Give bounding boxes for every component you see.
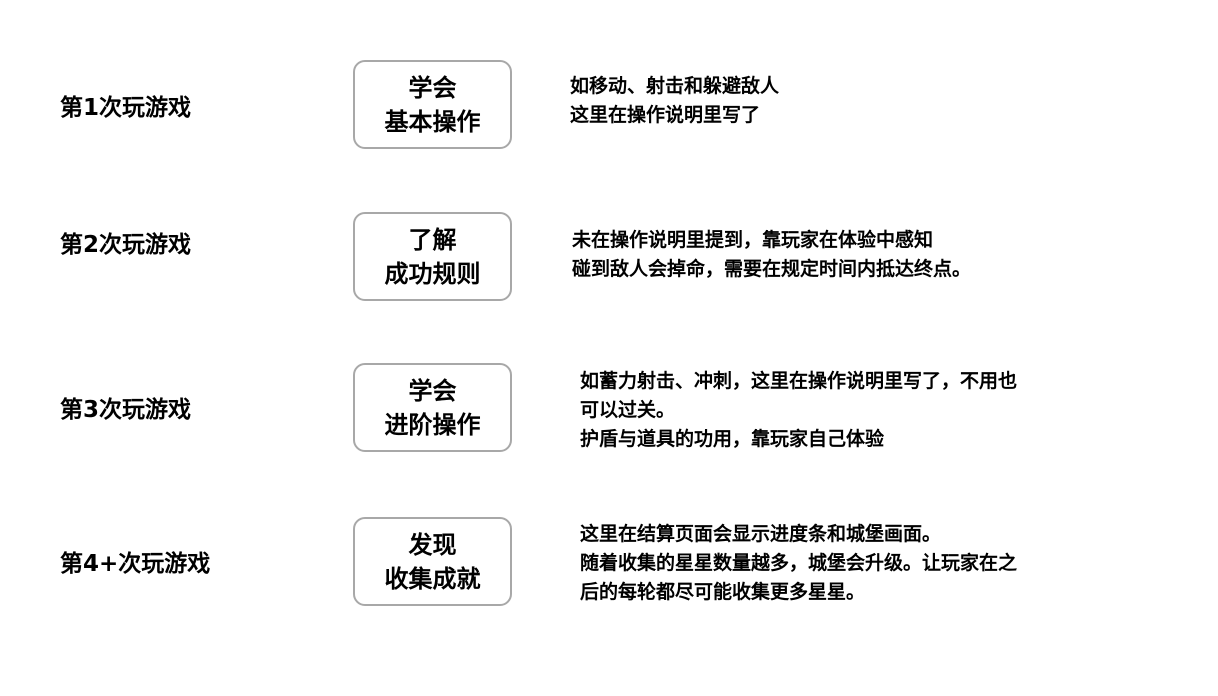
stage-description: 这里在结算页面会显示进度条和城堡画面。 随着收集的星星数量越多，城堡会升级。让玩… bbox=[580, 520, 1017, 607]
stage-box: 发现 收集成就 bbox=[353, 517, 512, 606]
stage-description: 未在操作说明里提到，靠玩家在体验中感知 碰到敌人会掉命，需要在规定时间内抵达终点… bbox=[572, 226, 971, 284]
description-line: 随着收集的星星数量越多，城堡会升级。让玩家在之 bbox=[580, 552, 1018, 574]
stage-title-line: 学会 bbox=[408, 376, 457, 405]
stage-box: 学会 进阶操作 bbox=[353, 363, 512, 452]
stage-title-line: 进阶操作 bbox=[384, 410, 481, 439]
stage-description: 如移动、射击和躲避敌人 这里在操作说明里写了 bbox=[570, 72, 779, 130]
description-line: 可以过关。 bbox=[580, 399, 676, 421]
description-line: 碰到敌人会掉命，需要在规定时间内抵达终点。 bbox=[572, 258, 972, 280]
stage-box: 学会 基本操作 bbox=[353, 60, 512, 149]
stage-box: 了解 成功规则 bbox=[353, 212, 512, 301]
stage-description: 如蓄力射击、冲刺，这里在操作说明里写了，不用也 可以过关。 护盾与道具的功用，靠… bbox=[580, 367, 1017, 454]
play-count-label: 第4+次玩游戏 bbox=[60, 551, 211, 577]
description-line: 这里在结算页面会显示进度条和城堡画面。 bbox=[580, 523, 942, 545]
description-line: 护盾与道具的功用，靠玩家自己体验 bbox=[580, 428, 885, 450]
stage-title-line: 了解 bbox=[408, 225, 457, 254]
description-line: 如移动、射击和躲避敌人 bbox=[570, 75, 780, 97]
play-count-label: 第3次玩游戏 bbox=[60, 397, 192, 423]
stage-title-line: 学会 bbox=[408, 73, 457, 102]
stage-title-line: 成功规则 bbox=[384, 259, 481, 288]
description-line: 如蓄力射击、冲刺，这里在操作说明里写了，不用也 bbox=[580, 370, 1018, 392]
stage-title-line: 基本操作 bbox=[384, 107, 481, 136]
stage-title-line: 收集成就 bbox=[384, 564, 481, 593]
description-line: 未在操作说明里提到，靠玩家在体验中感知 bbox=[572, 229, 934, 251]
description-line: 后的每轮都尽可能收集更多星星。 bbox=[580, 581, 866, 603]
stage-title-line: 发现 bbox=[408, 530, 457, 559]
description-line: 这里在操作说明里写了 bbox=[570, 104, 761, 126]
play-count-label: 第2次玩游戏 bbox=[60, 232, 192, 258]
play-count-label: 第1次玩游戏 bbox=[60, 95, 192, 121]
